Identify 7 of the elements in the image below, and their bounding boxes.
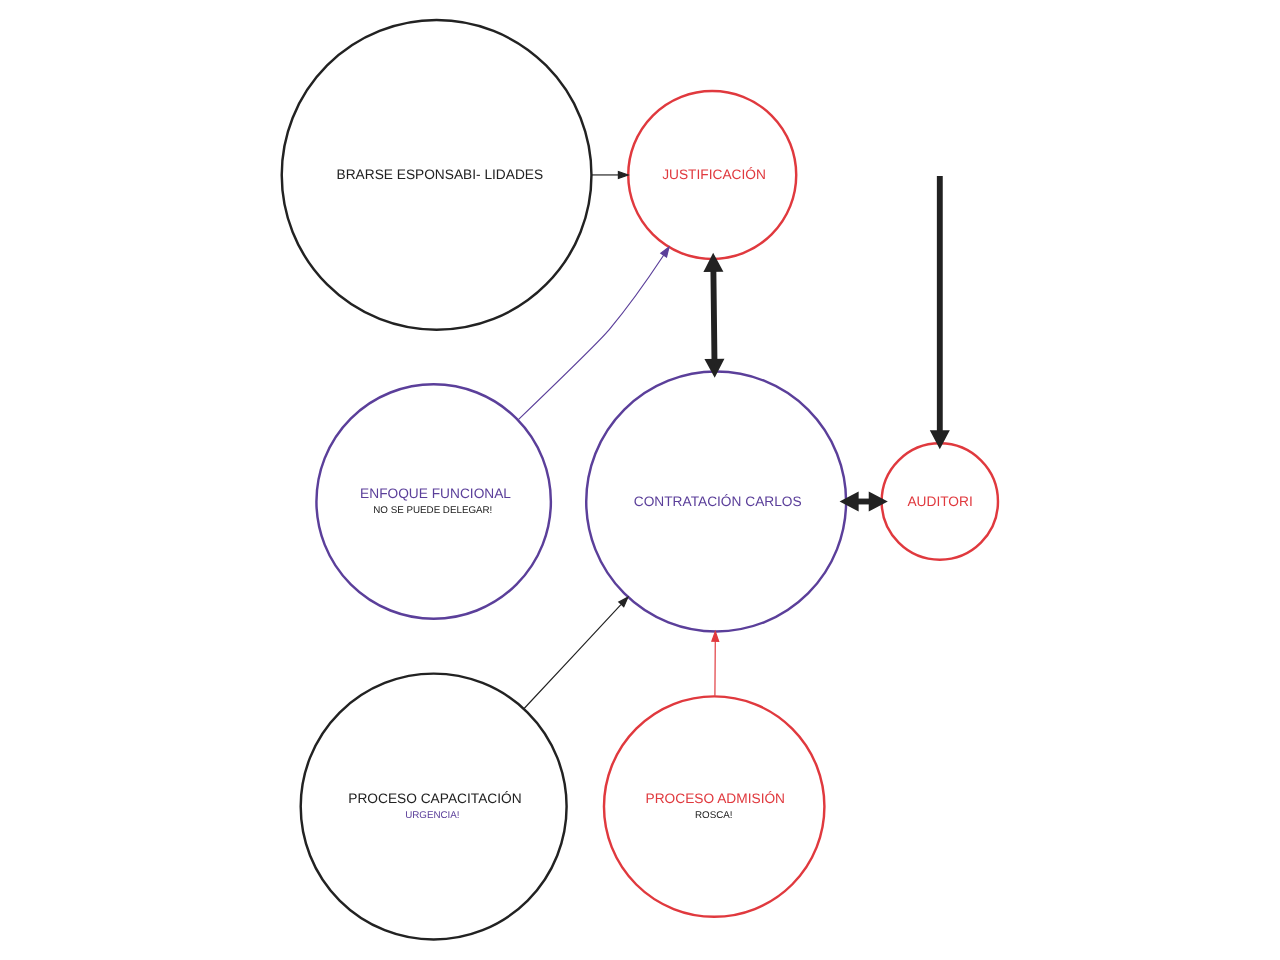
arrow [517,245,671,421]
arrow [929,176,950,450]
arrow [839,491,888,512]
arrow [590,170,630,180]
arrow [523,595,630,710]
arrow [703,252,725,378]
arrow [711,629,720,697]
